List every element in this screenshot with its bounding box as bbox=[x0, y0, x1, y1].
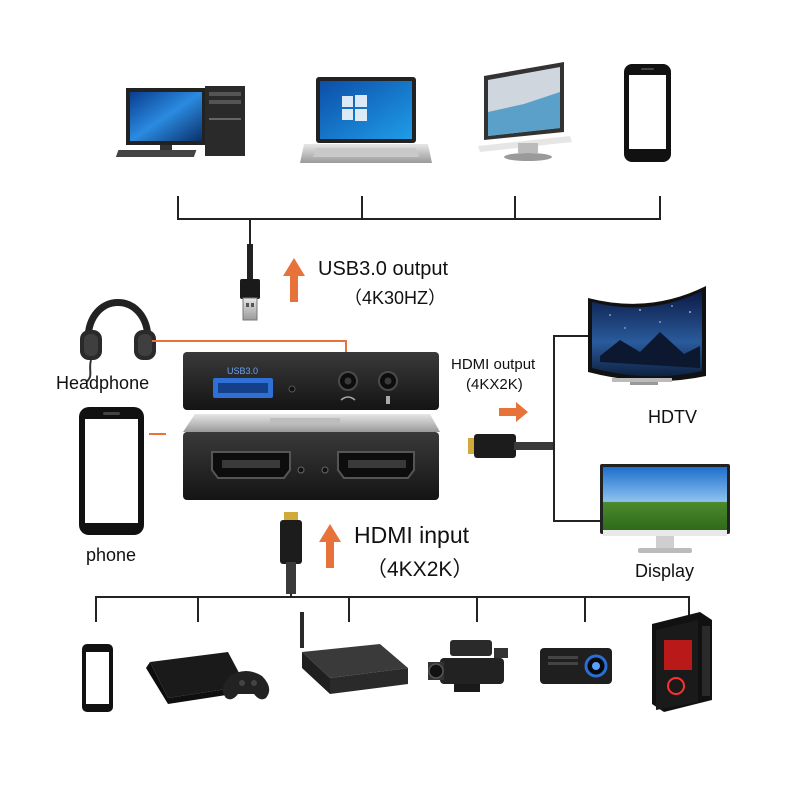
game-console-icon bbox=[146, 652, 270, 704]
headphone-leader-line bbox=[152, 340, 347, 352]
capture-device-top-panel bbox=[183, 352, 439, 410]
hdmi-input-arrow bbox=[319, 524, 341, 568]
headphone-icon bbox=[80, 299, 156, 383]
smartphone-icon bbox=[82, 644, 113, 712]
bottom-connection-bus bbox=[95, 594, 690, 622]
hdtv-label: HDTV bbox=[648, 407, 697, 427]
hdmi-input-cable-icon bbox=[280, 512, 302, 594]
hdmi-output-cable-icon bbox=[468, 434, 554, 458]
laptop-icon bbox=[300, 77, 432, 163]
usb-cable-icon bbox=[240, 244, 260, 321]
usb-port-label: USB3.0 bbox=[227, 366, 258, 376]
video-camera-icon bbox=[428, 640, 508, 692]
monitor-icon bbox=[478, 62, 572, 161]
hdmi-output-label: HDMI output bbox=[451, 356, 536, 373]
headphone-label: Headphone bbox=[56, 373, 150, 393]
gaming-pc-icon bbox=[652, 612, 712, 712]
usb-output-arrow bbox=[283, 258, 305, 302]
display-label: Display bbox=[635, 561, 695, 581]
hdmi-input-spec: （4KX2K） bbox=[366, 558, 474, 581]
hdmi-output-spec: (4KX2K) bbox=[466, 376, 523, 393]
desktop-computer-icon bbox=[115, 86, 245, 157]
smartphone-icon bbox=[79, 407, 144, 535]
hdmi-output-bus bbox=[553, 335, 600, 522]
monitor-icon bbox=[600, 464, 730, 553]
capture-device-bottom-panel bbox=[183, 414, 440, 500]
top-connection-bus bbox=[177, 196, 661, 244]
smartphone-icon bbox=[624, 64, 671, 162]
usb-output-label: USB3.0 output bbox=[318, 258, 449, 280]
projector-icon bbox=[540, 648, 612, 684]
hdmi-input-label: HDMI input bbox=[354, 522, 470, 548]
usb-output-spec: （4K30HZ） bbox=[344, 288, 447, 308]
set-top-box-icon bbox=[300, 612, 408, 694]
tv-icon bbox=[588, 286, 706, 385]
hdmi-output-arrow bbox=[499, 402, 528, 422]
phone-label: phone bbox=[86, 545, 137, 565]
